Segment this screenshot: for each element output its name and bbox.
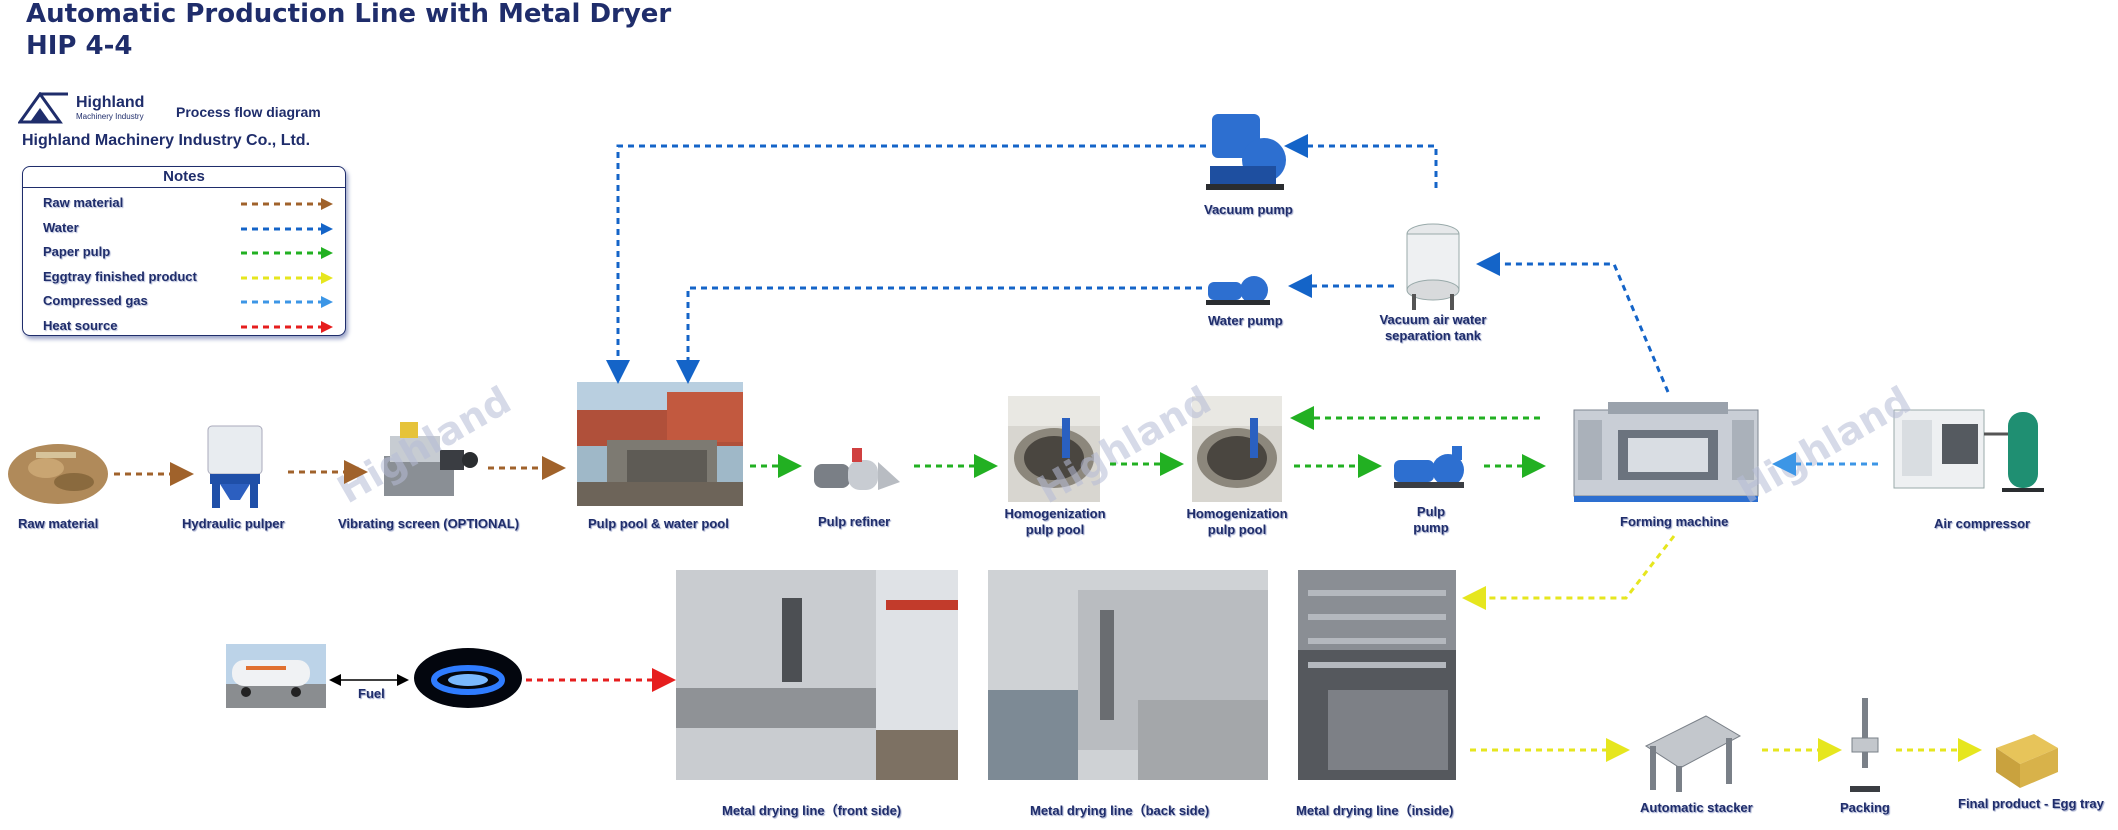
company-name: Highland Machinery Industry Co., Ltd.: [22, 132, 311, 149]
water-arrow: [1476, 252, 1670, 393]
legend-item: Water: [43, 218, 333, 240]
label-raw-material: Raw material: [18, 516, 99, 531]
label-final-product: Final product - Egg tray: [1958, 796, 2104, 811]
legend-swatch: [241, 296, 333, 308]
label-fuel: Fuel: [358, 686, 385, 701]
highland-logo-icon: [18, 92, 68, 124]
page-title: Automatic Production Line with Metal Dry…: [26, 0, 672, 29]
legend-label: Eggtray finished product: [43, 268, 197, 284]
diagram-type-label: Process flow diagram: [176, 104, 321, 120]
homogenization-pool-2-image: [1192, 396, 1282, 502]
label-homogenization-1: Homogenization pulp pool: [1004, 506, 1106, 537]
label-separation-tank: Vacuum air water separation tank: [1379, 312, 1487, 343]
automatic-stacker-image: [1636, 706, 1748, 794]
eggtray-arrow: [1462, 535, 1676, 610]
label-pulp-refiner: Pulp refiner: [818, 514, 891, 529]
final-product-image: [1990, 728, 2062, 790]
label-automatic-stacker: Automatic stacker: [1640, 800, 1753, 815]
homogenization-pool-1-image: [1008, 396, 1100, 502]
legend-label: Raw material: [43, 195, 124, 210]
label-drying-front: Metal drying line（front side): [722, 803, 902, 818]
label-water-pump: Water pump: [1208, 313, 1283, 328]
logo-name: Highland: [76, 94, 145, 111]
logo-subname: Machinery Industry: [76, 112, 144, 121]
separation-tank-image: [1400, 220, 1466, 312]
legend-label: Compressed gas: [43, 293, 148, 308]
legend-swatch: [241, 222, 333, 235]
pulp-refiner-image: [808, 446, 904, 496]
pulp-pool-image: [577, 382, 743, 506]
forming-machine-image: [1568, 400, 1764, 504]
legend-label: Paper pulp: [43, 244, 111, 259]
legend-item: Heat source: [43, 316, 333, 338]
raw-material-image: [6, 442, 110, 506]
company-logo: Highland Machinery Industry: [18, 92, 158, 126]
drying-line-front-image: [676, 570, 958, 780]
drying-line-back-image: [988, 570, 1268, 780]
legend-swatch: [241, 320, 333, 333]
gas-burner-image: [414, 648, 522, 708]
legend-item: Paper pulp: [43, 242, 333, 264]
label-homogenization-2: Homogenization pulp pool: [1186, 506, 1288, 537]
legend-item: Raw material: [43, 193, 333, 215]
label-vibrating-screen: Vibrating screen (OPTIONAL): [338, 516, 520, 531]
hydraulic-pulper-image: [200, 424, 270, 510]
packing-image: [1846, 698, 1886, 794]
fuel-truck-image: [226, 644, 326, 708]
label-drying-inside: Metal drying line（inside): [1296, 803, 1454, 818]
label-pulp-pump: Pulp pump: [1413, 504, 1449, 535]
legend-swatch: [241, 247, 333, 259]
water-arrow: [676, 286, 1202, 384]
water-arrow: [1284, 134, 1438, 188]
pulp-pump-image: [1392, 444, 1472, 492]
label-air-compressor: Air compressor: [1934, 516, 2031, 531]
legend-item: Eggtray finished product: [43, 267, 333, 289]
legend-label: Heat source: [43, 317, 118, 333]
notes-title: Notes: [23, 167, 345, 188]
label-vacuum-pump: Vacuum pump: [1204, 202, 1293, 217]
water-pump-image: [1204, 270, 1276, 310]
label-pulp-pool: Pulp pool & water pool: [588, 516, 729, 531]
label-drying-back: Metal drying line（back side): [1030, 803, 1210, 818]
vibrating-screen-image: [380, 416, 480, 506]
drying-line-inside-image: [1298, 570, 1456, 780]
legend-swatch: [241, 271, 333, 284]
air-compressor-image: [1890, 404, 2058, 494]
water-arrow: [606, 144, 1206, 384]
legend-label: Water: [43, 219, 79, 235]
label-packing: Packing: [1840, 800, 1890, 815]
legend-item: Compressed gas: [43, 291, 333, 313]
vacuum-pump-image: [1206, 106, 1290, 194]
legend-swatch: [241, 198, 333, 210]
label-hydraulic-pulper: Hydraulic pulper: [182, 516, 285, 531]
label-forming-machine: Forming machine: [1620, 514, 1729, 529]
model-code: HIP 4-4: [26, 31, 133, 61]
